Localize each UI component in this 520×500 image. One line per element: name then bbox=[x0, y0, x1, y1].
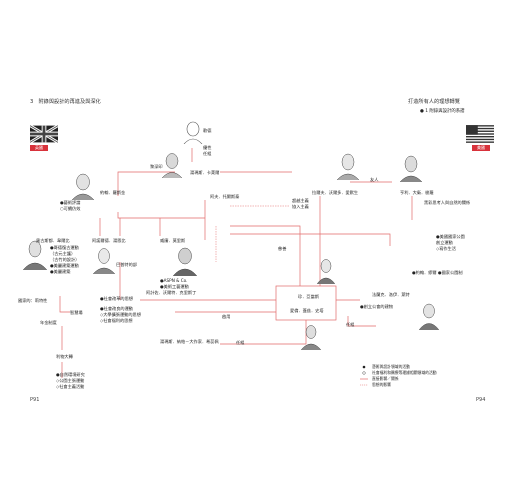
uk-flag-icon bbox=[30, 125, 58, 143]
lower-left-b1: ●自然環境研究 bbox=[56, 372, 85, 377]
morris-note1: ●美術工藝運動 bbox=[160, 284, 189, 289]
link-center-lower bbox=[220, 320, 307, 345]
lower-left-b3: ◇社會主義活動 bbox=[56, 384, 85, 389]
starr-portrait bbox=[300, 325, 322, 350]
goethe-sub1: 優性 bbox=[203, 145, 212, 150]
pugin-note5: ●美麗建築 bbox=[50, 269, 71, 274]
starr-name: 愛倫．蓋茲．史塔 bbox=[290, 308, 324, 313]
hull-note: 阿計佐．沃爾特．克里斯丁 bbox=[146, 290, 197, 295]
emerson-portrait bbox=[336, 153, 360, 180]
center-link3: 任組 bbox=[236, 340, 245, 345]
center-bottom: 湯瑪斯．納帕－大作家．希蕊佩 bbox=[160, 339, 219, 344]
link-left-lower bbox=[59, 296, 70, 313]
thoreau-name: 亨利．大衛．梭羅 bbox=[400, 190, 434, 195]
legend-item-4: 思想的影響 bbox=[372, 382, 391, 387]
thoreau-sub4: ●約翰．繆爾 ●國家公園制 bbox=[412, 270, 463, 275]
legend-item-1: 藝術與設計領域的活動 bbox=[372, 364, 410, 369]
tolstoy-name: 阿夫．托爾斯泰 bbox=[210, 194, 240, 199]
center-right: ●創立公會的建物 bbox=[360, 304, 393, 309]
pugin-left: 國家的：莉特性 bbox=[18, 298, 48, 303]
legend-item-3: 直接影響／關係 bbox=[372, 376, 399, 381]
pugin-name: 奧古斯都．韋爾比 bbox=[36, 238, 70, 243]
emerson-note1: 超越主義 bbox=[292, 198, 309, 203]
center-right2: 任組 bbox=[346, 322, 355, 327]
link-center-right bbox=[230, 233, 391, 246]
us-flag-label: 美國 bbox=[472, 145, 490, 151]
lower-left4: 利物大轉 bbox=[56, 354, 73, 359]
wright-portrait bbox=[418, 303, 440, 330]
emerson-relation: 友人 bbox=[370, 177, 379, 182]
link-ruskin-mid bbox=[117, 212, 205, 219]
carlyle-note: 黎深印 bbox=[150, 164, 163, 169]
morris-portrait bbox=[172, 247, 198, 276]
center-link1: 慈善 bbox=[278, 246, 287, 251]
goethe-portrait bbox=[183, 121, 203, 144]
legend-item-2: 社會福利和醫療等理據相關領域的活動 bbox=[372, 370, 437, 375]
ruskin-portrait bbox=[71, 173, 95, 200]
toynbee-mid: 巴普特的部 bbox=[116, 262, 137, 267]
morris-note: ●ASPN & Co. bbox=[160, 278, 188, 283]
addams-name: 珍．亞當斯 bbox=[298, 294, 319, 299]
link-center-wright2 bbox=[347, 316, 376, 327]
wright-name: 法蘭克．洛伊．萊特 bbox=[372, 292, 410, 297]
pugin-note1: ●哥德復古運動 bbox=[50, 245, 79, 250]
toynbee-portrait bbox=[92, 248, 116, 274]
goethe-sub2: 任組 bbox=[203, 151, 212, 156]
lower-left1: 智慧場 bbox=[70, 310, 83, 315]
thoreau-sub3: ◇寫作生活 bbox=[436, 246, 456, 251]
page-number-left: P91 bbox=[30, 397, 40, 403]
ruskin-name: 約翰．羅斯金 bbox=[100, 190, 126, 195]
pugin-note4: ●美麗建築運動 bbox=[50, 263, 79, 268]
toynbee-sub2: ◇大學擴張運動的思想 bbox=[100, 312, 141, 317]
header-left-title: 3 附錄與設計的再進及與深化 bbox=[30, 99, 101, 105]
carlyle-name: 湯瑪斯．卡萊爾 bbox=[190, 170, 220, 175]
addams-portrait bbox=[316, 259, 336, 284]
emerson-note2: 協入主義 bbox=[292, 204, 309, 209]
pugin-portrait bbox=[22, 240, 48, 270]
link-center-1 bbox=[230, 225, 301, 286]
toynbee-note: ●社會改革的思想 bbox=[100, 296, 133, 301]
pugin-note3: （古竹的設計） bbox=[50, 257, 80, 262]
morris-name: 威廉．莫里斯 bbox=[160, 238, 186, 243]
toynbee-sub3: ◇社會福利的思想 bbox=[100, 318, 133, 323]
carlyle-portrait bbox=[161, 153, 183, 178]
link-carlyle-ruskin bbox=[117, 171, 175, 196]
lower-left-b2: ◇公園主張運動 bbox=[56, 378, 85, 383]
goethe-name: 歌德 bbox=[203, 128, 212, 133]
page-number-right: P94 bbox=[476, 397, 486, 403]
emerson-name: 拉爾夫．沃爾多．愛默生 bbox=[312, 190, 359, 195]
toynbee-sub1: ●社會改良的運動 bbox=[100, 306, 133, 311]
thoreau-sub1: ●美國國家公園 bbox=[436, 234, 465, 239]
center-box bbox=[275, 285, 337, 321]
ruskin-note2: ○可續仿效 bbox=[60, 206, 81, 211]
ruskin-note1: ●藝術評論 bbox=[60, 200, 81, 205]
thoreau-sub2: 創立運動 bbox=[436, 240, 453, 245]
thoreau-note: 黑彩思考人與自然的關係 bbox=[424, 200, 471, 205]
uk-flag-label: 英國 bbox=[30, 145, 48, 151]
center-link2: 啟用 bbox=[222, 314, 231, 319]
section-tag: ● 1 附錄與設計的系譜 bbox=[420, 109, 465, 114]
thoreau-portrait bbox=[399, 155, 423, 182]
lower-left3: 年金制度 bbox=[40, 320, 57, 325]
us-flag-icon bbox=[466, 125, 494, 143]
header-right-title: 打造所有人的理想轉覽 bbox=[408, 99, 460, 105]
toynbee-name: 阿諾爾德．湯恩比 bbox=[92, 238, 126, 243]
pugin-note2: （古元主護） bbox=[50, 251, 76, 256]
